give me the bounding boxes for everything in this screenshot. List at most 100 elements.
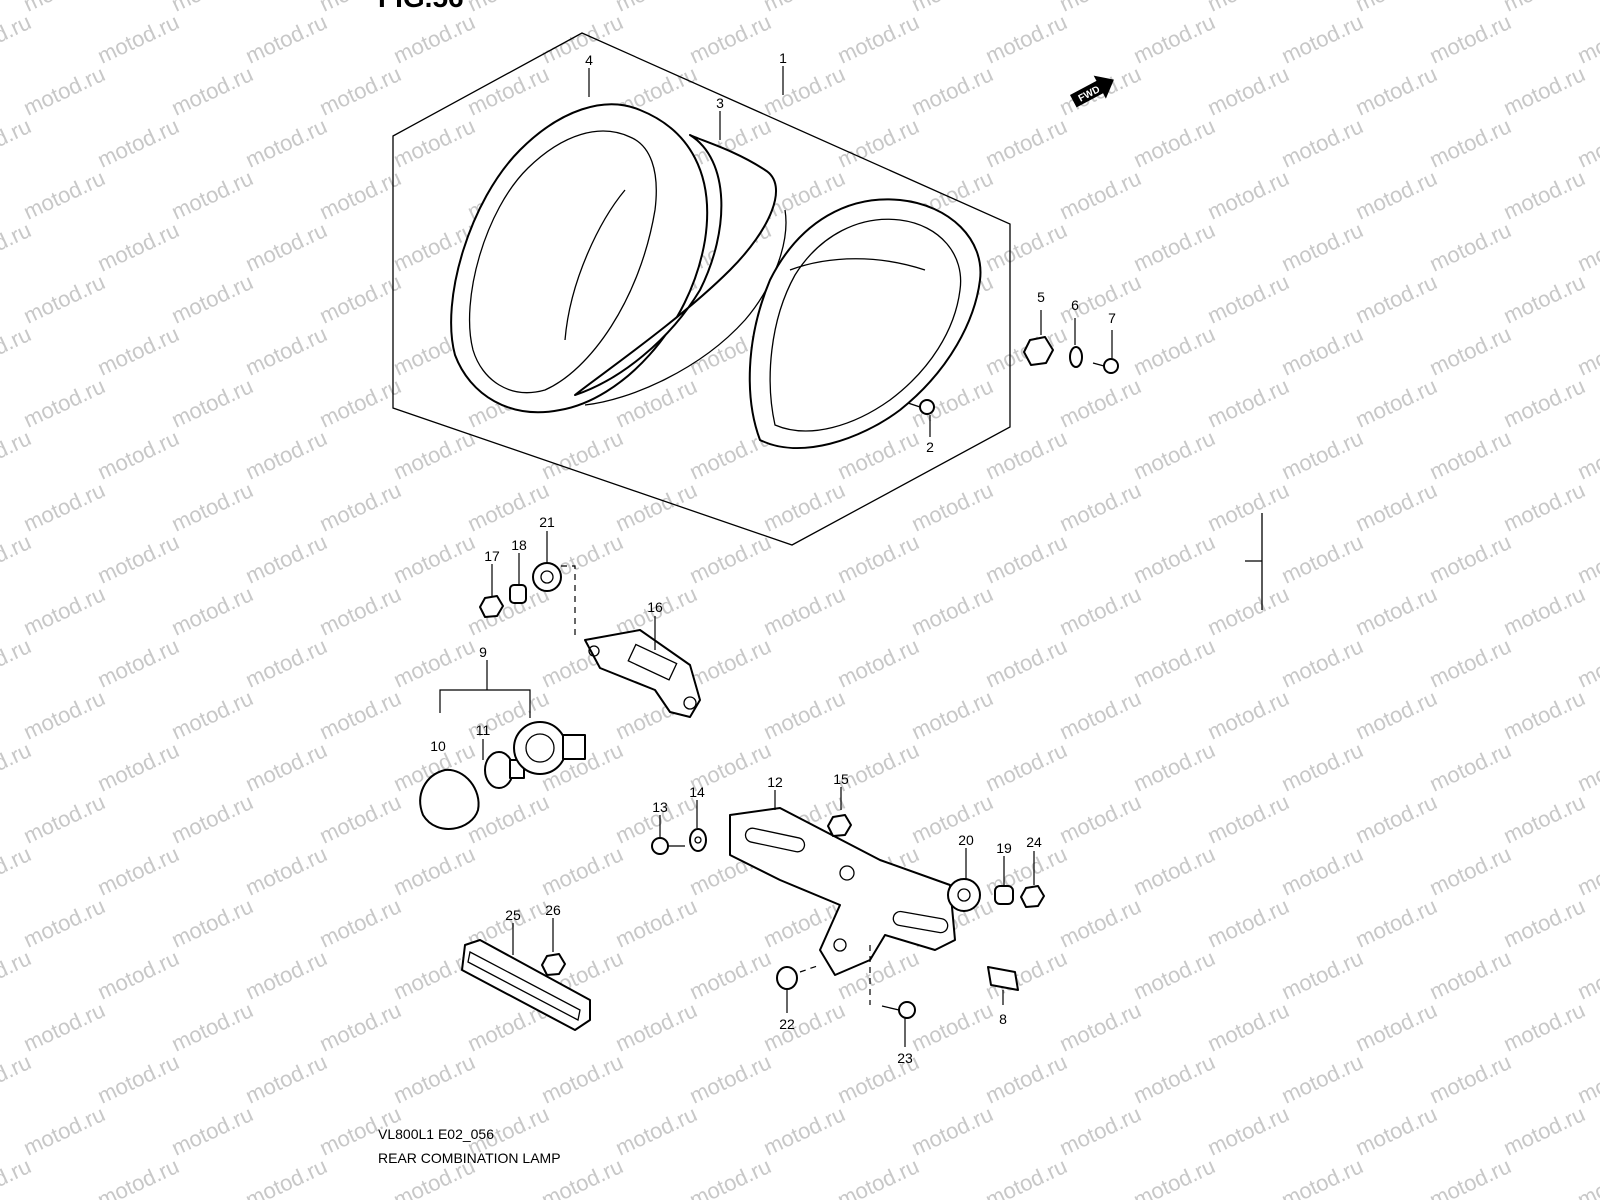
watermark-text: motod.ru — [20, 789, 109, 848]
callout-6: 6 — [1071, 297, 1079, 313]
watermark-text: motod.ru — [0, 945, 35, 1004]
watermark-text: motod.ru — [464, 0, 553, 17]
watermark-text: motod.ru — [1204, 789, 1293, 848]
footer: VL800L1 E02_056 REAR COMBINATION LAMP — [378, 1122, 561, 1170]
watermark-text: motod.ru — [538, 1049, 627, 1108]
watermark-text: motod.ru — [1426, 529, 1515, 588]
watermark-text: motod.ru — [1056, 477, 1145, 536]
watermark-text: motod.ru — [242, 9, 331, 68]
watermark-text: motod.ru — [94, 737, 183, 796]
callout-16: 16 — [647, 599, 663, 615]
watermark-text: motod.ru — [1352, 893, 1441, 952]
callout-21: 21 — [539, 514, 555, 530]
callout-7: 7 — [1108, 310, 1116, 326]
watermark-text: motod.ru — [1278, 945, 1367, 1004]
watermark-text: motod.ru — [686, 1153, 775, 1200]
watermark-text: motod.ru — [612, 373, 701, 432]
watermark-text: motod.ru — [1278, 113, 1367, 172]
callout-22: 22 — [779, 1016, 795, 1032]
watermark-text: motod.ru — [1204, 477, 1293, 536]
watermark-text: motod.ru — [612, 893, 701, 952]
callout-9: 9 — [479, 644, 487, 660]
part-9-socket — [513, 721, 586, 775]
watermark-text: motod.ru — [20, 0, 109, 17]
watermark-text: motod.ru — [316, 61, 405, 120]
watermark-text: motod.ru — [1278, 737, 1367, 796]
watermark-text: motod.ru — [0, 737, 35, 796]
watermark-text: motod.ru — [834, 113, 923, 172]
watermark-text: motod.ru — [242, 425, 331, 484]
watermark-text: motod.ru — [390, 113, 479, 172]
watermark-text: motod.ru — [1500, 1101, 1589, 1160]
watermark-text: motod.ru — [242, 737, 331, 796]
watermark-text: motod.ru — [1574, 1049, 1600, 1108]
watermark-text: motod.ru — [168, 789, 257, 848]
watermark-text: motod.ru — [1204, 61, 1293, 120]
part-4-rim — [450, 103, 709, 414]
watermark-text: motod.ru — [1130, 633, 1219, 692]
watermark-text: motod.ru — [1278, 633, 1367, 692]
watermark-text: motod.ru — [982, 425, 1071, 484]
part-20-grommet — [947, 878, 981, 912]
watermark-text: motod.ru — [1500, 61, 1589, 120]
watermark-text: motod.ru — [1204, 0, 1293, 17]
watermark-text: motod.ru — [1574, 841, 1600, 900]
watermark-text: motod.ru — [94, 217, 183, 276]
watermark-text: motod.ru — [982, 9, 1071, 68]
watermark-text: motod.ru — [1574, 9, 1600, 68]
watermark-text: motod.ru — [1056, 1101, 1145, 1160]
watermark-text: motod.ru — [982, 1049, 1071, 1108]
watermark-text: motod.ru — [0, 1049, 35, 1108]
watermark-text: motod.ru — [242, 945, 331, 1004]
watermark-text: motod.ru — [1278, 1049, 1367, 1108]
watermark-text: motod.ru — [760, 61, 849, 120]
watermark-text: motod.ru — [1352, 61, 1441, 120]
watermark-text: motod.ru — [20, 581, 109, 640]
part-22-grommet — [776, 966, 798, 990]
watermark-text: motod.ru — [1500, 373, 1589, 432]
callout-15: 15 — [833, 771, 849, 787]
watermark-text: motod.ru — [982, 737, 1071, 796]
watermark-text: motod.ru — [1204, 165, 1293, 224]
watermark-text: motod.ru — [1426, 945, 1515, 1004]
watermark-text: motod.ru — [1426, 9, 1515, 68]
watermark-text: motod.ru — [316, 789, 405, 848]
callout-5: 5 — [1037, 289, 1045, 305]
watermark-text: motod.ru — [908, 61, 997, 120]
watermark-text: motod.ru — [390, 529, 479, 588]
watermark-text: motod.ru — [242, 841, 331, 900]
part-17-nut — [479, 595, 504, 618]
callout-13: 13 — [652, 799, 668, 815]
watermark-text: motod.ru — [242, 633, 331, 692]
callout-23: 23 — [897, 1050, 913, 1066]
watermark-text: motod.ru — [908, 581, 997, 640]
watermark-text: motod.ru — [760, 685, 849, 744]
watermark-text: motod.ru — [316, 373, 405, 432]
watermark-text: motod.ru — [1130, 841, 1219, 900]
part-18-collar — [509, 584, 527, 604]
watermark-text: motod.ru — [1500, 165, 1589, 224]
watermark-text: motod.ru — [0, 633, 35, 692]
watermark-text: motod.ru — [94, 633, 183, 692]
callout-1: 1 — [779, 50, 787, 66]
watermark-text: motod.ru — [1278, 1153, 1367, 1200]
watermark-text: motod.ru — [1056, 0, 1145, 17]
watermark-text: motod.ru — [242, 1049, 331, 1108]
callout-17: 17 — [484, 548, 500, 564]
watermark-text: motod.ru — [982, 217, 1071, 276]
watermark-text: motod.ru — [1056, 581, 1145, 640]
watermark-text: motod.ru — [316, 893, 405, 952]
watermark-text: motod.ru — [1574, 737, 1600, 796]
lamp-housing — [748, 198, 982, 449]
watermark-text: motod.ru — [686, 9, 775, 68]
watermark-text: motod.ru — [20, 893, 109, 952]
part-14-washer — [689, 828, 707, 852]
figure-title: FIG.56 — [378, 0, 464, 14]
part-26-nut — [541, 953, 566, 976]
watermark-text: motod.ru — [1352, 685, 1441, 744]
watermark-text: motod.ru — [20, 685, 109, 744]
part-3-gasket — [574, 134, 787, 406]
watermark-text: motod.ru — [94, 425, 183, 484]
